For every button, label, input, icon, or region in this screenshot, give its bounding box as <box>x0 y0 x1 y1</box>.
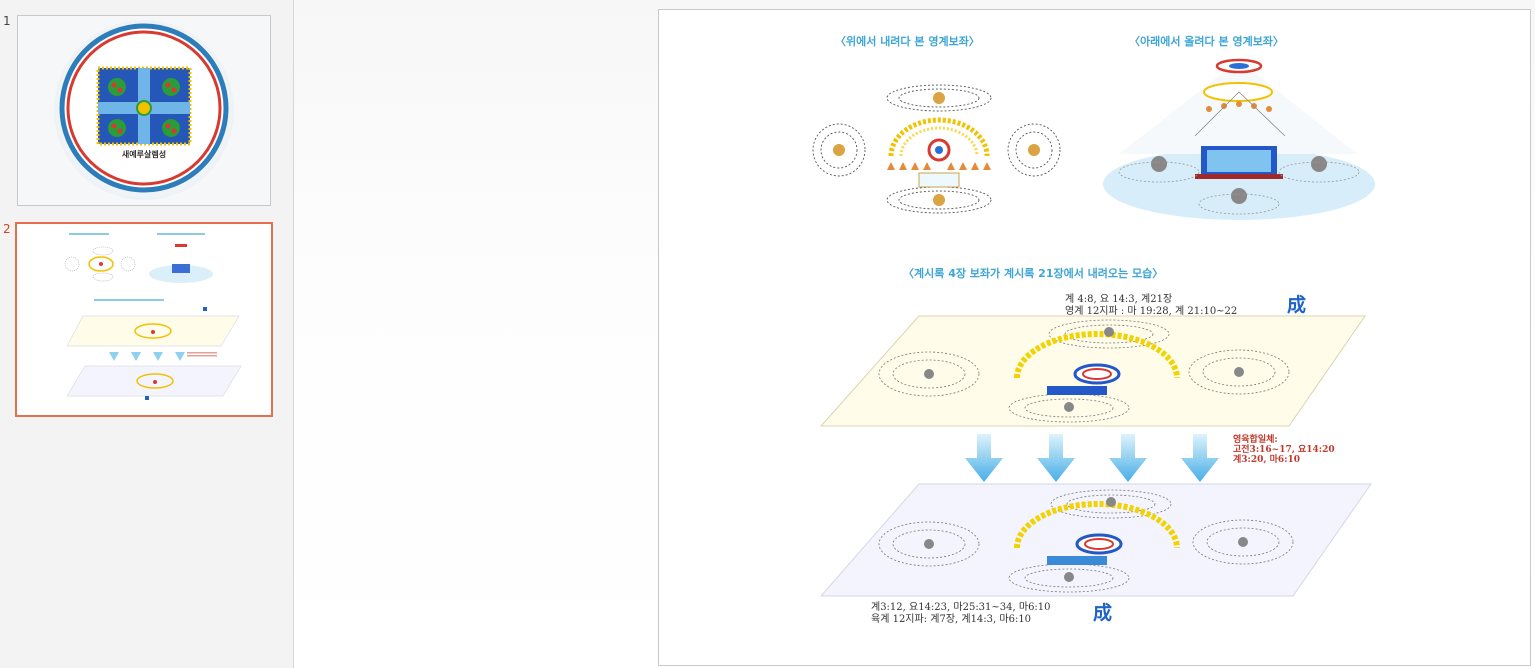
reference-bottom-line-2: 육계 12지파: 계7장, 계14:3, 마6:10 <box>871 614 1031 626</box>
note-reference-2: 계3:20, 마6:10 <box>1233 455 1300 465</box>
note-spirit-body-union: 영육합일체: <box>1233 435 1278 445</box>
note-reference-1: 고전3:16~17, 요14:20 <box>1233 445 1335 455</box>
heavenly-throne-plane <box>819 312 1379 432</box>
reference-top-line-1: 계 4:8, 요 14:3, 계21장 <box>1065 294 1172 306</box>
slide-thumbnail-1[interactable]: 새예루살렘성 <box>17 15 271 206</box>
heading-top-view: 〈위에서 내려다 본 영계보좌〉 <box>835 33 980 49</box>
kanji-bottom: 成 <box>1093 598 1112 625</box>
slide-thumbnail-2-selected[interactable] <box>15 222 273 417</box>
throne-bottom-view-diagram <box>1099 54 1379 224</box>
heading-bottom-view: 〈아래에서 올려다 본 영계보좌〉 <box>1129 33 1284 49</box>
slide-2-preview <box>17 224 271 415</box>
reference-bottom-line-1: 계3:12, 요14:23, 마25:31~34, 마6:10 <box>871 602 1051 614</box>
throne-top-view-diagram <box>809 78 1069 223</box>
slide-canvas[interactable]: 〈위에서 내려다 본 영계보좌〉 〈아래에서 올려다 본 영계보좌〉 <box>658 9 1531 666</box>
slide-number-2: 2 <box>3 222 11 236</box>
new-jerusalem-emblem <box>18 16 270 205</box>
slide-thumbnail-pane: 1 <box>0 0 294 668</box>
slide-number-1: 1 <box>3 14 11 28</box>
emblem-caption: 새예루살렘성 <box>18 149 270 160</box>
earthly-throne-plane <box>819 480 1379 605</box>
descending-arrows <box>959 434 1239 484</box>
heading-revelation: 〈계시록 4장 보좌가 계시록 21장에서 내려오는 모습〉 <box>903 265 1163 281</box>
